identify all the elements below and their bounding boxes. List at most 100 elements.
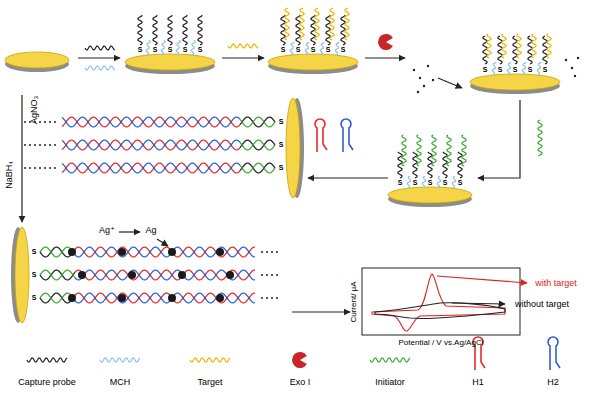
dna-strand — [296, 15, 300, 45]
ellipsis-dot — [29, 144, 31, 146]
dna-strand — [528, 36, 532, 64]
thiol-label: S — [326, 46, 331, 54]
thiol-label: S — [279, 141, 284, 149]
thiol-label: S — [32, 271, 37, 279]
dna-strand — [517, 34, 521, 58]
silver-nanoparticle — [118, 294, 126, 302]
dna-strand — [370, 358, 410, 362]
dna-strand — [75, 247, 255, 257]
dna-strand — [447, 135, 451, 166]
hairpin-probe — [341, 119, 353, 152]
dna-strand — [281, 15, 285, 45]
dna-strand — [507, 62, 511, 75]
exonuclease-symbol — [378, 34, 393, 50]
dna-strand — [428, 152, 432, 178]
thiol-label: S — [168, 46, 173, 54]
digest-fragment — [577, 57, 579, 59]
legend-label: H1 — [472, 378, 484, 388]
silver-nanoparticle — [168, 248, 176, 256]
dna-strand — [305, 42, 309, 55]
digest-fragment — [427, 65, 429, 67]
dna-strand — [320, 42, 324, 55]
thiol-label: S — [413, 179, 418, 187]
step-arrow — [437, 276, 527, 283]
gold-electrode — [268, 54, 358, 70]
ellipsis-dot — [34, 144, 36, 146]
dna-strand — [407, 176, 410, 188]
dna-strand — [62, 140, 240, 150]
step-arrow — [119, 231, 140, 232]
ellipsis-dot — [39, 167, 41, 169]
ellipsis-dot — [266, 297, 268, 299]
thiol-label: S — [498, 66, 503, 74]
ellipsis-dot — [266, 251, 268, 253]
dna-strand — [326, 15, 330, 45]
silver-nanoparticle — [68, 294, 76, 302]
annotation-label: NaBH₄ — [5, 161, 15, 189]
dna-strand — [75, 293, 255, 303]
digest-fragment — [423, 85, 425, 87]
legend-label: Exo I — [290, 378, 311, 388]
exonuclease-symbol — [292, 352, 307, 368]
thiol-label: S — [153, 46, 158, 54]
dna-strand — [513, 36, 517, 64]
cv-curve-target — [372, 274, 505, 331]
step-arrow — [365, 57, 405, 58]
legend-label: Capture probe — [18, 378, 76, 388]
ellipsis-dot — [24, 121, 26, 123]
ellipsis-dot — [54, 144, 56, 146]
ellipsis-dot — [271, 251, 273, 253]
dna-strand — [417, 135, 421, 166]
dna-strand — [437, 176, 440, 188]
dna-strand — [153, 15, 157, 45]
ellipsis-dot — [34, 167, 36, 169]
thiol-label: S — [32, 248, 37, 256]
dna-strand — [228, 44, 258, 48]
thiol-label: S — [341, 46, 346, 54]
dna-strand — [432, 135, 436, 166]
artwork — [5, 8, 579, 370]
dna-strand — [40, 270, 75, 280]
gold-electrode — [15, 227, 29, 323]
dna-strand — [62, 163, 240, 173]
silver-nanoparticle — [168, 294, 176, 302]
dna-strand — [413, 152, 417, 178]
step-arrow — [21, 95, 22, 222]
dna-strand — [487, 34, 491, 58]
dna-strand — [75, 293, 255, 303]
dna-strand — [240, 140, 275, 150]
silver-nanoparticle — [128, 271, 136, 279]
dna-strand — [330, 8, 334, 40]
dna-strand — [176, 40, 180, 55]
annotation-label: Ag — [145, 226, 156, 236]
legend-label: Target — [197, 378, 222, 388]
step-arrow — [222, 57, 264, 58]
silver-nanoparticle — [178, 271, 186, 279]
dna-strand — [522, 62, 526, 75]
thiol-label: S — [483, 66, 488, 74]
gold-electrode — [470, 74, 560, 90]
dna-strand — [100, 358, 140, 362]
dna-strand — [75, 247, 255, 257]
ellipsis-dot — [39, 121, 41, 123]
dna-strand — [538, 120, 542, 156]
ellipsis-dot — [266, 274, 268, 276]
annotation-label: without target — [515, 300, 569, 310]
gold-electrode — [125, 54, 215, 70]
annotation-label: with target — [535, 279, 577, 289]
dna-strand — [290, 42, 294, 55]
dna-strand — [27, 358, 67, 362]
hairpin-probe — [315, 119, 327, 152]
dna-strand — [40, 247, 75, 257]
thiol-label: S — [398, 179, 403, 187]
thiol-label: S — [138, 46, 143, 54]
step-arrow — [157, 239, 168, 246]
dna-strand — [300, 8, 304, 40]
gold-electrode — [5, 52, 69, 68]
dna-strand — [502, 34, 506, 58]
dna-strand — [422, 176, 425, 188]
step-arrow — [438, 78, 462, 88]
plot-frame — [362, 268, 520, 335]
dna-strand — [62, 117, 240, 127]
